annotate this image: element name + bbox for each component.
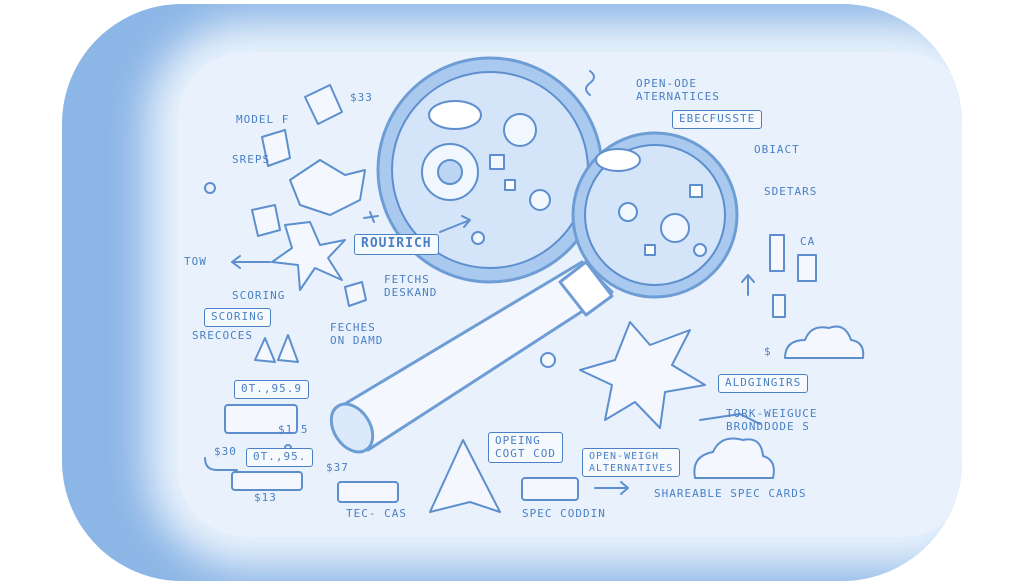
label-aldgingirs-box: ALDGINGIRS — [718, 374, 809, 393]
spark-doodle — [363, 211, 379, 223]
label-ot-95-box-b: 0T.,95. — [246, 448, 314, 467]
label-opening-cost-box: OPEING COGT COD — [488, 432, 563, 464]
squiggle-doodle-c — [699, 413, 761, 425]
label-price-37: $37 — [326, 461, 349, 474]
pin-doodle — [204, 182, 216, 194]
spike-shape — [429, 439, 501, 513]
label-open-weigh-alternatives-box: OPEN-WEIGH ALTERNATIVES — [582, 448, 681, 477]
label-ebecfusste-box: EBECFUSSTE — [672, 110, 763, 129]
dot-doodle-b — [540, 352, 556, 368]
label-sreps: SREPS — [232, 153, 271, 166]
cube-shape-top — [304, 84, 343, 125]
label-feches-on-damd: FECHES ON DAMD — [330, 321, 384, 347]
label-shareable-spec-cards: SHAREABLE SPEC CARDS — [654, 487, 807, 500]
arrow-doodle-d — [439, 215, 471, 233]
cube-shape-small — [344, 281, 367, 307]
label-price-1-5: $1 5 — [278, 423, 309, 436]
arrow-doodle-b — [594, 481, 629, 495]
label-price-33: $33 — [350, 91, 373, 104]
cube-shape-left — [261, 129, 291, 167]
label-rouirich-box: ROUIRICH — [354, 234, 439, 255]
star-shape-left — [271, 221, 346, 291]
label-price-30: $30 — [214, 445, 237, 458]
label-tec-cas: TEC- CAS — [346, 507, 407, 520]
label-ot-95-box-a: 0T.,95.9 — [234, 380, 309, 399]
label-open-ode-alternatives: OPEN-ODE ATERNATICES — [636, 77, 720, 103]
label-obiact: OBIACT — [754, 143, 800, 156]
stair-shape — [289, 159, 366, 216]
block-right-c — [772, 294, 786, 318]
squiggle-doodle-b — [204, 457, 238, 471]
label-spec-coddin: SPEC CODDIN — [522, 507, 606, 520]
block-shape — [251, 204, 281, 237]
right-magnifier-lens — [571, 131, 739, 299]
star-shape-center — [579, 321, 706, 429]
cloud-shape-upper — [784, 325, 865, 359]
label-tork-weigence: TORK-WEIGUCE BRONDDODE S — [726, 407, 818, 433]
label-srecoces: SRECOCES — [192, 329, 253, 342]
label-dollar-mark: $ — [764, 345, 772, 358]
label-tow: TOW — [184, 255, 207, 268]
label-fetchs-deskand: FETCHS DESKAND — [384, 273, 438, 299]
cone-shape-b — [277, 334, 299, 363]
block-right-a — [769, 234, 785, 272]
blank-card-c — [521, 477, 579, 501]
blank-card-b — [337, 481, 399, 503]
label-scoring: SCORING — [232, 289, 286, 302]
arrow-doodle-a — [231, 255, 271, 269]
magnifier-handle — [329, 260, 614, 454]
blank-card-a — [224, 404, 298, 434]
block-right-b — [797, 254, 817, 282]
label-sdetars: SDETARS — [764, 185, 818, 198]
label-price-13: $13 — [254, 491, 277, 504]
label-model-f: MODEL F — [236, 113, 290, 126]
cloud-shape-lower — [693, 437, 775, 479]
arrow-doodle-c — [741, 274, 755, 296]
squiggle-doodle-a — [585, 70, 595, 96]
label-scoring-box: SCORING — [204, 308, 272, 327]
label-ca: CA — [800, 235, 816, 248]
cone-shape-a — [254, 337, 276, 363]
blank-card-d — [231, 471, 303, 491]
